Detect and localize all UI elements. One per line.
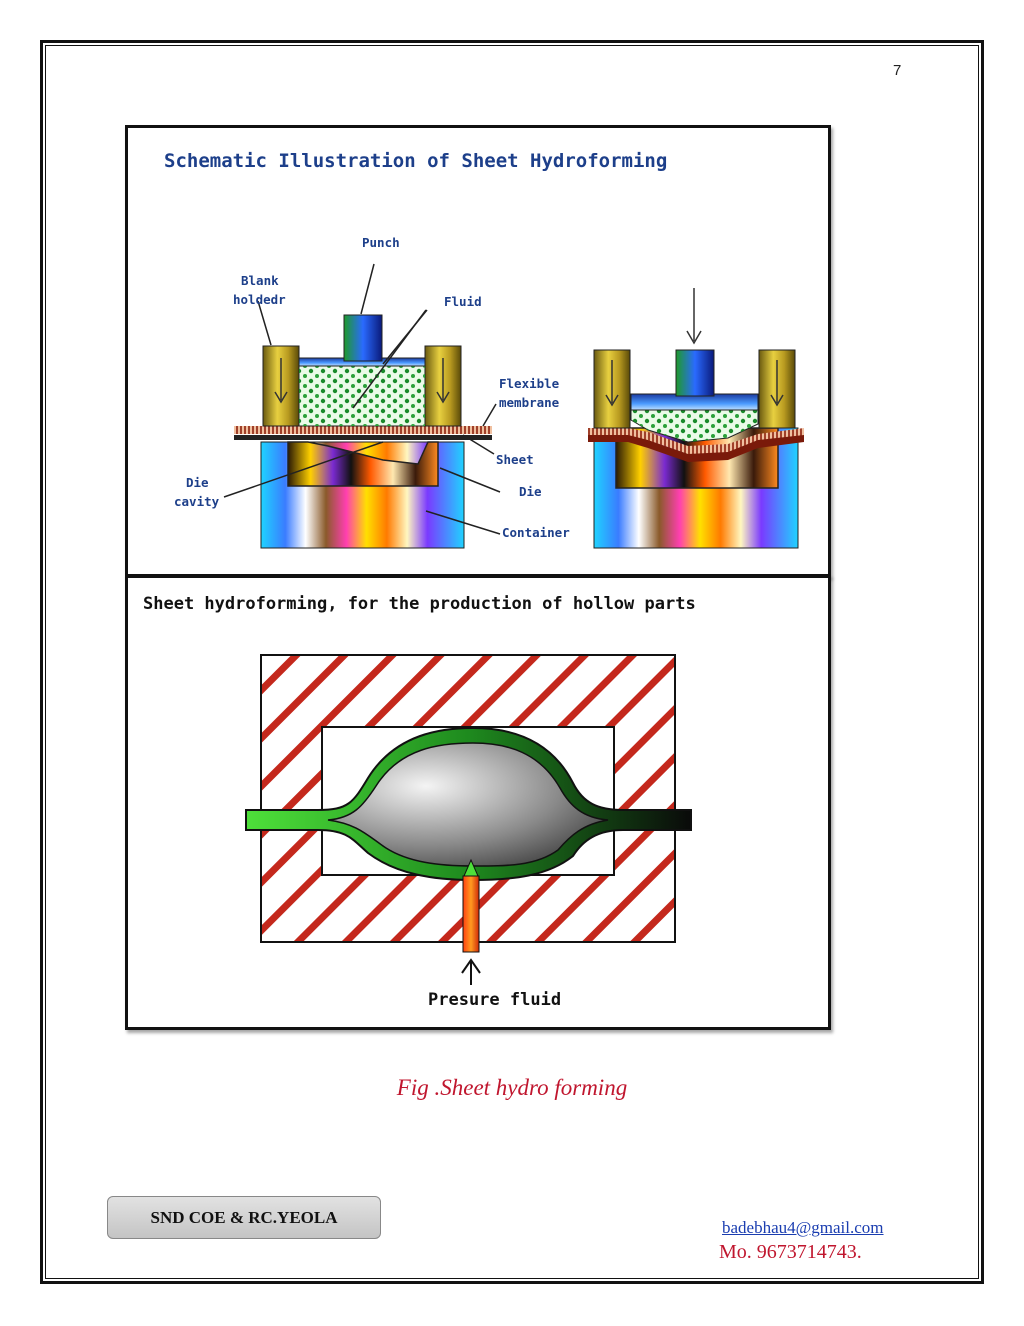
figure-caption: Fig .Sheet hydro forming bbox=[396, 1075, 628, 1100]
label-container: Container bbox=[502, 525, 570, 540]
mobile-number: Mo. 9673714743. bbox=[719, 1241, 862, 1263]
label-punch: Punch bbox=[362, 235, 400, 250]
label-die-cavity-line2: cavity bbox=[174, 494, 220, 509]
hydroforming-schematic-figure: Schematic Illustration of Sheet Hydrofor… bbox=[125, 125, 831, 577]
label-fluid: Fluid bbox=[444, 294, 482, 309]
label-die: Die bbox=[519, 484, 542, 499]
label-blank-holder-line1: Blank bbox=[241, 273, 279, 288]
hollow-parts-figure: Sheet hydroforming, for the production o… bbox=[125, 575, 831, 1030]
schematic-title: Schematic Illustration of Sheet Hydrofor… bbox=[164, 150, 668, 172]
hollow-parts-title: Sheet hydroforming, for the production o… bbox=[143, 594, 696, 614]
college-badge: SND COE & RC.YEOLA bbox=[107, 1196, 381, 1239]
label-die-cavity-line1: Die bbox=[186, 475, 209, 490]
label-pressure-fluid: Presure fluid bbox=[428, 990, 562, 1010]
label-sheet: Sheet bbox=[496, 452, 534, 467]
label-blank-holder-line2: holdedr bbox=[233, 292, 286, 307]
page-border bbox=[40, 40, 984, 1284]
page-number: 7 bbox=[893, 62, 902, 79]
hollow-parts-drawing bbox=[245, 654, 692, 985]
page-border-inner bbox=[45, 45, 979, 1279]
label-flexible-membrane-line2: membrane bbox=[499, 395, 560, 410]
email-link[interactable]: badebhau4@gmail.com bbox=[722, 1218, 884, 1237]
label-flexible-membrane-line1: Flexible bbox=[499, 376, 560, 391]
schematic-drawing bbox=[223, 263, 804, 549]
